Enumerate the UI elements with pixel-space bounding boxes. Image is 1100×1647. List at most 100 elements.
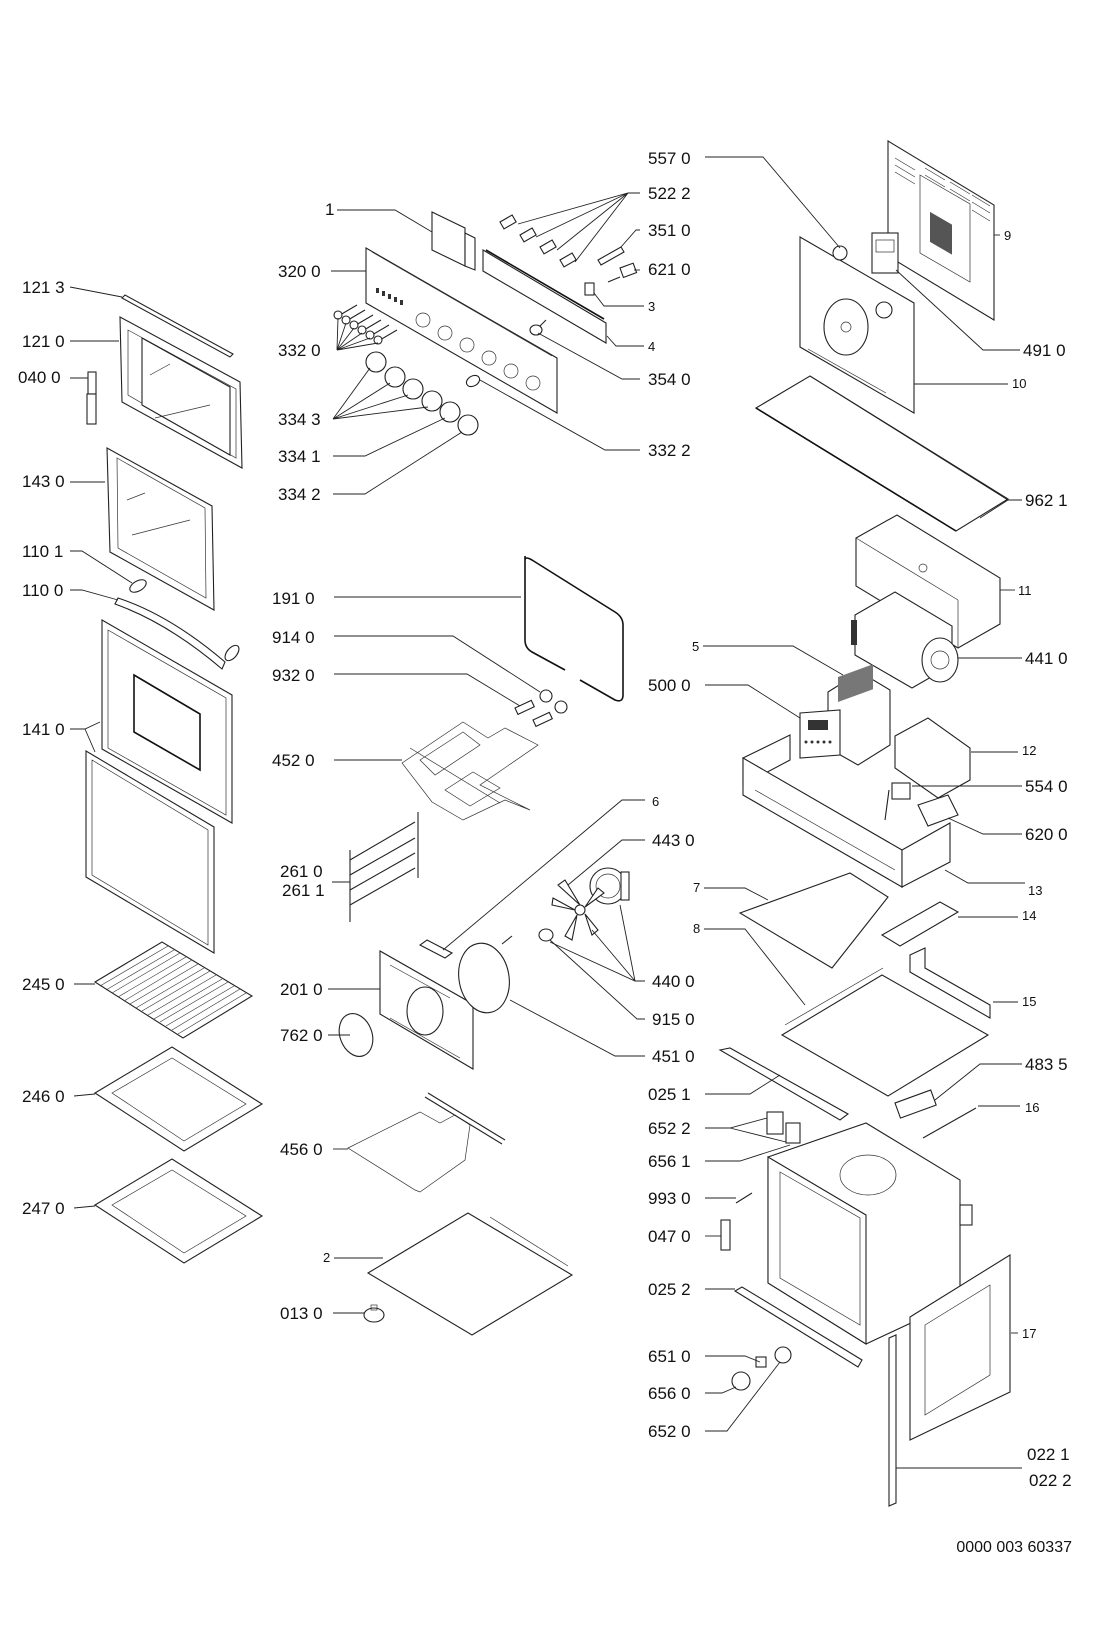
- part-handle-end-cap: [129, 579, 240, 662]
- part-cavity-top: [780, 967, 990, 1097]
- part-safety-thermostat: [832, 245, 848, 261]
- callout-3: 3: [648, 299, 655, 314]
- callout-443-0: 443 0: [652, 831, 695, 850]
- callout-9: 9: [1004, 228, 1011, 243]
- leader-522-2: [517, 192, 640, 263]
- callout-025-1: 025 1: [648, 1085, 691, 1104]
- callout-456-0: 456 0: [280, 1140, 323, 1159]
- part-lamp-holder-side: [766, 1111, 801, 1144]
- leader-914-0: [334, 635, 541, 693]
- leader-651-0: [705, 1355, 761, 1363]
- part-door-hinge: [86, 371, 97, 425]
- part-fan-gasket: [338, 1013, 374, 1057]
- part-rod: [922, 1107, 977, 1139]
- callout-993-0: 993 0: [648, 1189, 691, 1208]
- callout-022-2: 022 2: [1029, 1471, 1072, 1490]
- part-switch-plate: [482, 249, 607, 344]
- part-rear-panel: [799, 236, 915, 414]
- part-top-rail: [718, 1047, 850, 1121]
- part-door-handle: [114, 597, 226, 670]
- callout-557-0: 557 0: [648, 149, 691, 168]
- callout-10: 10: [1012, 376, 1026, 391]
- part-rear-cover: [887, 140, 995, 321]
- part-element-springs: [514, 699, 554, 728]
- callout-2: 2: [323, 1250, 330, 1265]
- callout-261-1: 261 1: [282, 881, 325, 900]
- callout-320-0: 320 0: [278, 262, 321, 281]
- part-bottom-element: [347, 1092, 506, 1193]
- callout-554-0: 554 0: [1025, 777, 1068, 796]
- leader-141-0: [70, 721, 101, 753]
- part-indicator-lamp: [529, 319, 547, 336]
- callout-334-2: 334 2: [278, 485, 321, 504]
- part-terminal-block: [894, 1089, 937, 1119]
- part-fan-cover-panel: [379, 950, 474, 1070]
- part-ignition-unit: [607, 262, 638, 283]
- leader-443-0: [567, 839, 645, 886]
- callout-441-0: 441 0: [1025, 649, 1068, 668]
- leader-620-0: [947, 817, 1022, 835]
- part-oven-cavity: [767, 1122, 973, 1345]
- callout-440-0: 440 0: [652, 972, 695, 991]
- leader-332-2: [479, 379, 640, 451]
- leader-334-1: [333, 417, 446, 457]
- callout-6: 6: [652, 794, 659, 809]
- leader-334-2: [333, 431, 463, 495]
- callout-17: 17: [1022, 1326, 1036, 1341]
- part-insulation-mat: [754, 375, 1010, 532]
- callout-351-0: 351 0: [648, 221, 691, 240]
- leader-1: [337, 209, 433, 233]
- part-air-guide-lower: [909, 947, 991, 1019]
- callout-656-1: 656 1: [648, 1152, 691, 1171]
- part-deep-tray: [93, 1158, 264, 1264]
- part-wire-shelf: [93, 941, 254, 1039]
- callout-652-2: 652 2: [648, 1119, 691, 1138]
- part-control-panel-fascia: [365, 247, 558, 414]
- callout-1: 1: [325, 200, 334, 219]
- callout-491-0: 491 0: [1023, 341, 1066, 360]
- part-transformer: [884, 782, 911, 821]
- part-circular-element: [458, 935, 513, 1014]
- callout-246-0: 246 0: [22, 1087, 65, 1106]
- leader-110-0: [70, 589, 119, 601]
- part-door-catch: [720, 1219, 731, 1251]
- part-adjustable-foot: [363, 1304, 385, 1323]
- leader-656-1: [705, 1144, 791, 1162]
- leader-6: [442, 799, 645, 951]
- callout-110-0: 110 0: [22, 581, 63, 600]
- callout-354-0: 354 0: [648, 370, 691, 389]
- leader-351-0: [620, 229, 640, 248]
- part-outer-door-glass: [85, 619, 233, 954]
- callout-651-0: 651 0: [648, 1347, 691, 1366]
- callout-013-0: 013 0: [280, 1304, 323, 1323]
- leader-354-0: [537, 332, 640, 380]
- callout-656-0: 656 0: [648, 1384, 691, 1403]
- part-power-board: [917, 794, 959, 827]
- leader-491-0: [895, 269, 1020, 351]
- callout-452-0: 452 0: [272, 751, 315, 770]
- leader-13: [944, 869, 1025, 884]
- leader-121-3: [69, 286, 123, 298]
- part-electronic-timer: [799, 709, 841, 759]
- part-air-guide-upper: [880, 901, 960, 947]
- callout-141-0: 141 0: [22, 720, 65, 739]
- part-electronics-cover: [894, 717, 971, 799]
- part-lamp-cover: [731, 1371, 751, 1391]
- part-grill-element: [401, 721, 539, 821]
- leader-8: [704, 928, 806, 1006]
- callout-914-0: 914 0: [272, 628, 315, 647]
- leader-557-0: [705, 156, 841, 249]
- callout-121-3: 121 3: [22, 278, 65, 297]
- part-fan-blade: [551, 879, 605, 941]
- leader-025-1: [705, 1074, 781, 1095]
- part-fan-nut: [538, 928, 554, 942]
- document-number: 0000 003 60337: [956, 1539, 1072, 1556]
- leader-247-0: [73, 1205, 96, 1209]
- part-bottom-plate: [366, 1212, 574, 1336]
- part-thermostat-bulb: [597, 246, 625, 266]
- leader-451-0: [509, 999, 645, 1057]
- callout-4: 4: [648, 339, 655, 354]
- callout-620-0: 620 0: [1025, 825, 1068, 844]
- part-inner-door-frame: [119, 316, 243, 469]
